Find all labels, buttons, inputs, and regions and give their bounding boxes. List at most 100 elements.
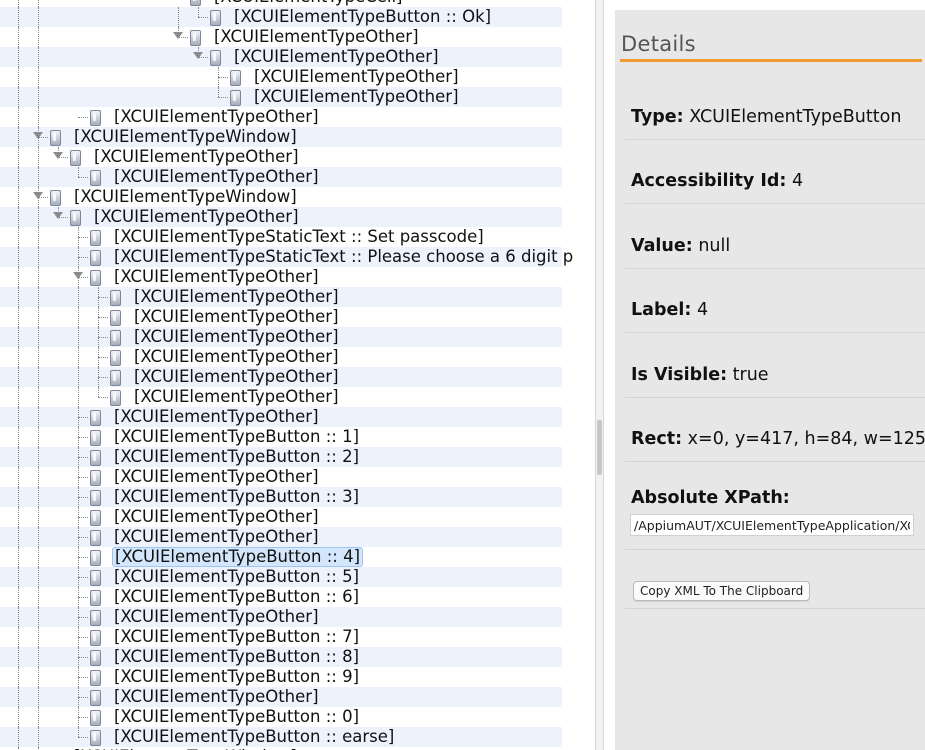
tree-row[interactable]: [XCUIElementTypeOther] (0, 687, 562, 707)
tree-row[interactable]: [XCUIElementTypeOther] (0, 267, 562, 287)
disclosure-triangle-icon[interactable] (33, 132, 43, 139)
disclosure-triangle-icon[interactable] (73, 272, 83, 279)
tree-node-label[interactable]: [XCUIElementTypeOther] (134, 367, 339, 386)
tree-node-label[interactable]: [XCUIElementTypeOther] (114, 107, 319, 126)
tree-row[interactable]: [XCUIElementTypeOther] (0, 367, 562, 387)
tree-node-label[interactable]: [XCUIElementTypeButton :: 2] (114, 447, 360, 466)
tree-row[interactable]: [XCUIElementTypeButton :: 1] (0, 427, 562, 447)
tree-node-label[interactable]: [XCUIElementTypeOther] (114, 267, 319, 286)
tree-node-label[interactable]: [XCUIElementTypeOther] (254, 87, 459, 106)
prop-key-accessibility-id: Accessibility Id: (631, 171, 787, 191)
disclosure-triangle-icon[interactable] (53, 212, 63, 219)
tree-row[interactable]: [XCUIElementTypeWindow] (0, 747, 562, 750)
tree-connector (38, 137, 48, 138)
tree-node-label-selected[interactable]: [XCUIElementTypeButton :: 4] (112, 547, 364, 567)
tree-row[interactable]: [XCUIElementTypeOther] (0, 407, 562, 427)
tree-row[interactable]: [XCUIElementTypeOther] (0, 527, 562, 547)
tree-row[interactable]: [XCUIElementTypeOther] (0, 307, 562, 327)
tree-node-label[interactable]: [XCUIElementTypeOther] (114, 467, 319, 486)
tree-node-label[interactable]: [XCUIElementTypeOther] (114, 607, 319, 626)
element-node-icon (90, 450, 101, 466)
element-tree-pane[interactable]: [XCUIElementTypeCell][XCUIElementTypeBut… (0, 0, 595, 750)
tree-node-label[interactable]: [XCUIElementTypeWindow] (74, 127, 297, 146)
tree-row[interactable]: [XCUIElementTypeCell] (0, 0, 562, 7)
tree-row[interactable]: [XCUIElementTypeOther] (0, 167, 562, 187)
tree-node-label[interactable]: [XCUIElementTypeButton :: 3] (114, 487, 360, 506)
tree-node-label[interactable]: [XCUIElementTypeButton :: 0] (114, 707, 360, 726)
disclosure-triangle-icon[interactable] (53, 152, 63, 159)
tree-node-label[interactable]: [XCUIElementTypeOther] (254, 67, 459, 86)
tree-row[interactable]: [XCUIElementTypeOther] (0, 287, 562, 307)
tree-node-label[interactable]: [XCUIElementTypeButton :: 6] (114, 587, 360, 606)
tree-row[interactable]: [XCUIElementTypeOther] (0, 607, 562, 627)
tree-node-label[interactable]: [XCUIElementTypeOther] (94, 207, 299, 226)
tree-row[interactable]: [XCUIElementTypeButton :: Ok] (0, 7, 562, 27)
tree-connector (78, 737, 88, 738)
tree-row[interactable]: [XCUIElementTypeOther] (0, 387, 562, 407)
tree-row[interactable]: [XCUIElementTypeWindow] (0, 127, 562, 147)
tree-row[interactable]: [XCUIElementTypeButton :: 7] (0, 627, 562, 647)
tree-node-label[interactable]: [XCUIElementTypeButton :: 5] (114, 567, 360, 586)
tree-node-label[interactable]: [XCUIElementTypeOther] (234, 47, 439, 66)
tree-row[interactable]: [XCUIElementTypeButton :: 3] (0, 487, 562, 507)
tree-row[interactable]: [XCUIElementTypeOther] (0, 47, 562, 67)
tree-node-label[interactable]: [XCUIElementTypeOther] (114, 407, 319, 426)
tree-row[interactable]: [XCUIElementTypeOther] (0, 67, 562, 87)
tree-node-label[interactable]: [XCUIElementTypeOther] (134, 347, 339, 366)
disclosure-triangle-icon[interactable] (173, 32, 183, 39)
tree-node-label[interactable]: [XCUIElementTypeOther] (94, 147, 299, 166)
tree-node-label[interactable]: [XCUIElementTypeOther] (114, 507, 319, 526)
tree-row[interactable]: [XCUIElementTypeOther] (0, 207, 562, 227)
tree-row[interactable]: [XCUIElementTypeButton :: 0] (0, 707, 562, 727)
tree-row[interactable]: [XCUIElementTypeButton :: 5] (0, 567, 562, 587)
tree-guide-line (18, 0, 19, 7)
tree-node-label[interactable]: [XCUIElementTypeOther] (134, 327, 339, 346)
tree-node-label[interactable]: [XCUIElementTypeButton :: 8] (114, 647, 360, 666)
tree-node-label[interactable]: [XCUIElementTypeCell] (212, 0, 405, 7)
element-node-icon (90, 230, 101, 246)
tree-row[interactable]: [XCUIElementTypeWindow] (0, 187, 562, 207)
tree-row[interactable]: [XCUIElementTypeOther] (0, 467, 562, 487)
tree-node-label[interactable]: [XCUIElementTypeOther] (114, 527, 319, 546)
tree-row[interactable]: [XCUIElementTypeStaticText :: Please cho… (0, 247, 573, 267)
tree-row[interactable]: [XCUIElementTypeOther] (0, 507, 562, 527)
tree-node-label[interactable]: [XCUIElementTypeOther] (114, 167, 319, 186)
copy-xml-button[interactable]: Copy XML To The Clipboard (633, 581, 811, 601)
tree-guide-line (38, 367, 39, 387)
tree-node-label[interactable]: [XCUIElementTypeOther] (134, 387, 339, 406)
tree-node-label[interactable]: [XCUIElementTypeOther] (134, 287, 339, 306)
tree-node-label[interactable]: [XCUIElementTypeOther] (114, 687, 319, 706)
pane-splitter[interactable] (595, 0, 604, 750)
tree-row[interactable]: [XCUIElementTypeOther] (0, 87, 562, 107)
tree-row[interactable]: [XCUIElementTypeButton :: 2] (0, 447, 562, 467)
tree-guide-line (38, 507, 39, 527)
tree-row[interactable]: [XCUIElementTypeButton :: 9] (0, 667, 562, 687)
tree-row[interactable]: [XCUIElementTypeButton :: 8] (0, 647, 562, 667)
tree-row[interactable]: [XCUIElementTypeOther] (0, 347, 562, 367)
splitter-handle[interactable] (597, 420, 602, 475)
xpath-field[interactable] (630, 514, 914, 536)
tree-row[interactable]: [XCUIElementTypeOther] (0, 27, 562, 47)
tree-row[interactable]: [XCUIElementTypeStaticText :: Set passco… (0, 227, 562, 247)
disclosure-triangle-icon[interactable] (33, 192, 43, 199)
tree-row[interactable]: [XCUIElementTypeButton :: 6] (0, 587, 562, 607)
tree-node-label[interactable]: [XCUIElementTypeStaticText :: Set passco… (114, 227, 484, 246)
tree-node-label[interactable]: [XCUIElementTypeOther] (134, 307, 339, 326)
tree-node-label[interactable]: [XCUIElementTypeButton :: earse] (114, 727, 395, 746)
tree-node-label[interactable]: [XCUIElementTypeButton :: Ok] (234, 7, 492, 26)
tree-row[interactable]: [XCUIElementTypeButton :: earse] (0, 727, 562, 747)
tree-node-label[interactable]: [XCUIElementTypeWindow] (74, 187, 297, 206)
tree-node-label[interactable]: [XCUIElementTypeButton :: 7] (114, 627, 360, 646)
tree-node-label[interactable]: [XCUIElementTypeStaticText :: Please cho… (114, 247, 574, 266)
tree-node-label[interactable]: [XCUIElementTypeWindow] (72, 747, 299, 750)
tree-row[interactable]: [XCUIElementTypeOther] (0, 327, 562, 347)
tree-node-label[interactable]: [XCUIElementTypeButton :: 1] (114, 427, 360, 446)
tree-guide-line (78, 727, 79, 737)
prop-row-is-visible: Is Visible: true (625, 333, 925, 398)
disclosure-triangle-icon[interactable] (193, 52, 203, 59)
tree-row[interactable]: [XCUIElementTypeOther] (0, 107, 562, 127)
tree-row[interactable]: [XCUIElementTypeOther] (0, 147, 562, 167)
tree-node-label[interactable]: [XCUIElementTypeOther] (214, 27, 419, 46)
tree-node-label[interactable]: [XCUIElementTypeButton :: 9] (114, 667, 360, 686)
tree-row[interactable]: [XCUIElementTypeButton :: 4] (0, 547, 562, 567)
